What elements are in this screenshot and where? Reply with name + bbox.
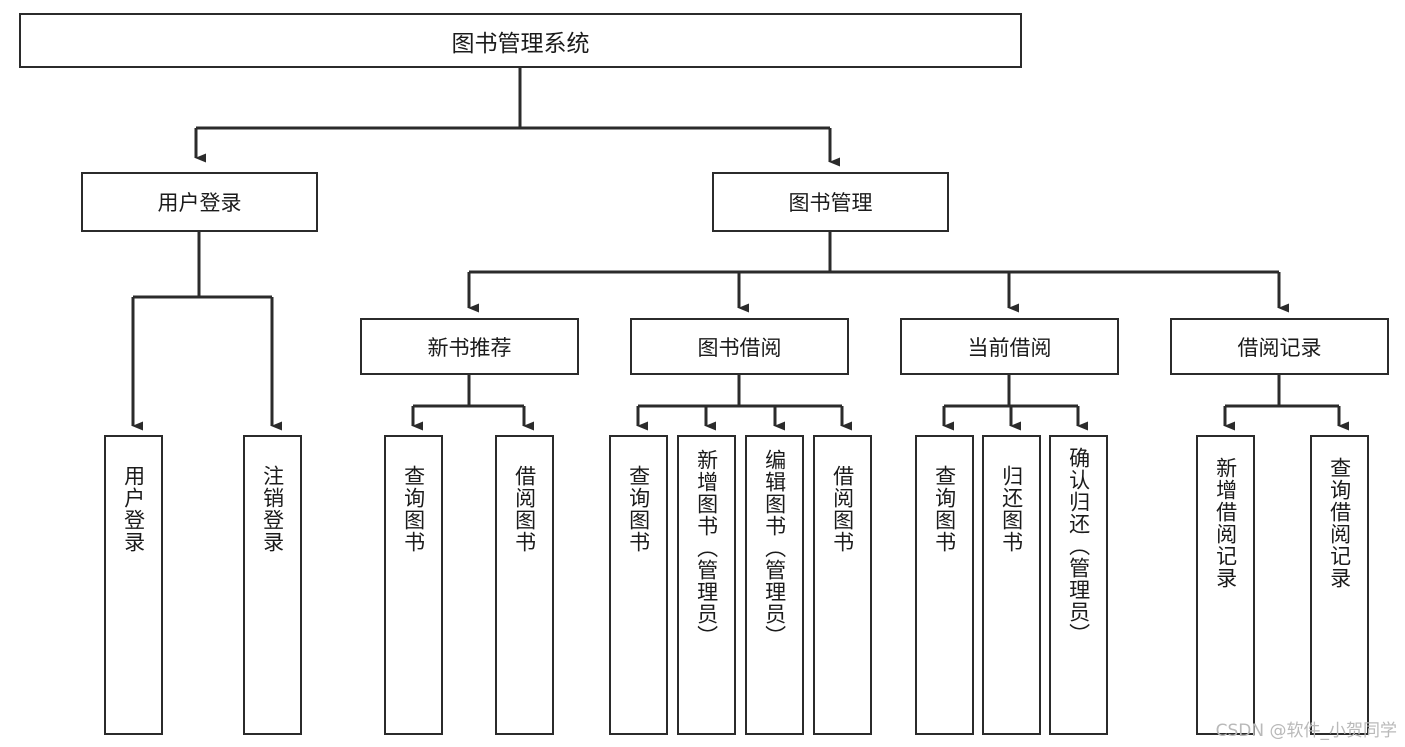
node-user-login-label: 用户登录 [157, 191, 242, 215]
node-leaf-borrow-book-2-label: 借阅图书 [830, 465, 855, 553]
node-new-book-recommend-label: 新书推荐 [427, 335, 512, 360]
node-user-login[interactable]: 用户登录 [81, 172, 318, 232]
node-leaf-query-record-label: 查询借阅记录 [1327, 457, 1352, 589]
node-leaf-query-book-2[interactable]: 查询图书 [609, 435, 668, 735]
node-leaf-borrow-book-2[interactable]: 借阅图书 [813, 435, 872, 735]
node-leaf-query-book-1-label: 查询图书 [401, 465, 426, 553]
node-leaf-add-book-label: 新增图书（管理员） [694, 449, 719, 647]
node-leaf-edit-book-label: 编辑图书（管理员） [762, 449, 787, 647]
node-borrow-record-label: 借阅记录 [1237, 335, 1322, 360]
node-leaf-confirm-return[interactable]: 确认归还（管理员） [1049, 435, 1108, 735]
node-leaf-user-login-label: 用户登录 [121, 465, 146, 553]
node-leaf-edit-book[interactable]: 编辑图书（管理员） [745, 435, 804, 735]
node-leaf-borrow-book-1-label: 借阅图书 [512, 465, 537, 553]
node-book-manage-label: 图书管理 [788, 191, 873, 215]
node-root[interactable]: 图书管理系统 [19, 13, 1022, 68]
node-leaf-confirm-return-label: 确认归还（管理员） [1066, 447, 1091, 645]
node-leaf-query-book-3[interactable]: 查询图书 [915, 435, 974, 735]
node-root-label: 图书管理系统 [451, 30, 590, 57]
node-leaf-add-record-label: 新增借阅记录 [1213, 457, 1238, 589]
node-leaf-add-record[interactable]: 新增借阅记录 [1196, 435, 1255, 735]
node-leaf-logout[interactable]: 注销登录 [243, 435, 302, 735]
node-book-borrow[interactable]: 图书借阅 [630, 318, 849, 375]
node-leaf-query-record[interactable]: 查询借阅记录 [1310, 435, 1369, 735]
node-borrow-record[interactable]: 借阅记录 [1170, 318, 1389, 375]
node-leaf-borrow-book-1[interactable]: 借阅图书 [495, 435, 554, 735]
node-new-book-recommend[interactable]: 新书推荐 [360, 318, 579, 375]
node-leaf-query-book-1[interactable]: 查询图书 [384, 435, 443, 735]
node-leaf-user-login[interactable]: 用户登录 [104, 435, 163, 735]
node-book-borrow-label: 图书借阅 [697, 335, 782, 360]
node-leaf-query-book-2-label: 查询图书 [626, 465, 651, 553]
node-leaf-query-book-3-label: 查询图书 [932, 465, 957, 553]
node-leaf-return-book-label: 归还图书 [999, 465, 1024, 553]
node-leaf-logout-label: 注销登录 [260, 465, 285, 553]
watermark: CSDN @软件_小贺同学 [1215, 721, 1397, 741]
node-book-manage[interactable]: 图书管理 [712, 172, 949, 232]
node-leaf-add-book[interactable]: 新增图书（管理员） [677, 435, 736, 735]
node-leaf-return-book[interactable]: 归还图书 [982, 435, 1041, 735]
node-current-borrow[interactable]: 当前借阅 [900, 318, 1119, 375]
node-current-borrow-label: 当前借阅 [967, 335, 1052, 360]
